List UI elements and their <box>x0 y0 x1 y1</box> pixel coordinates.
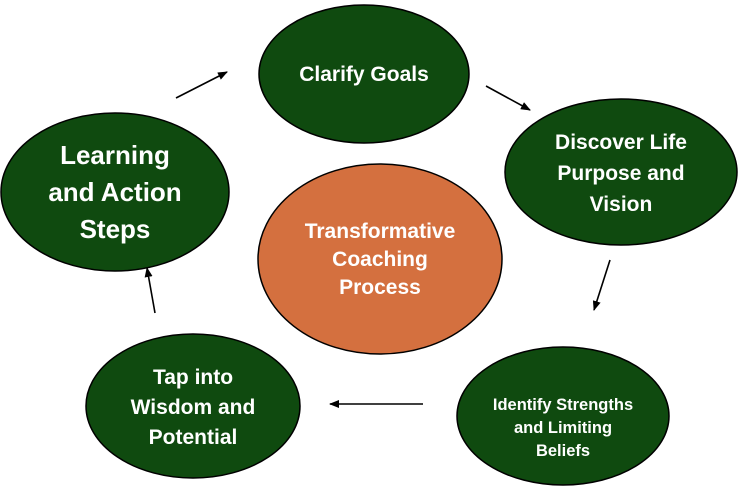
label-line: Purpose and <box>557 162 684 185</box>
label-line: Potential <box>149 426 238 449</box>
step-clarify-goals-shape <box>258 4 470 144</box>
label-line: and Action <box>48 177 181 207</box>
label-line: Discover Life <box>555 131 687 154</box>
arrow-learning-to-clarify <box>175 71 228 99</box>
label-line: Wisdom and <box>131 396 256 419</box>
label-line: Identify Strengths <box>493 396 633 414</box>
step-discover-purpose-shape <box>504 98 738 246</box>
step-clarify-goals-label: Clarify Goals <box>299 63 429 86</box>
label-line: Beliefs <box>536 442 590 460</box>
label-line: Coaching <box>332 248 428 271</box>
arrow-clarify-to-discover <box>485 85 531 111</box>
step-learning-action-shape <box>0 112 230 272</box>
label-line: Vision <box>590 193 653 216</box>
arrow-discover-to-identify <box>592 259 611 311</box>
label-line: Learning <box>60 140 170 170</box>
label-line: Transformative <box>305 220 456 243</box>
step-identify-strengths-shape <box>456 346 670 486</box>
center-node-shape <box>257 163 503 355</box>
label-line: Clarify Goals <box>299 63 429 86</box>
label-line: and Limiting <box>514 419 612 437</box>
label-line: Process <box>339 276 421 299</box>
step-clarify-goals: Clarify Goals <box>258 4 470 144</box>
label-line: Steps <box>80 214 151 244</box>
arrow-tap-to-learning <box>144 267 156 314</box>
label-line: Tap into <box>153 366 233 389</box>
step-tap-wisdom-shape <box>85 333 301 479</box>
